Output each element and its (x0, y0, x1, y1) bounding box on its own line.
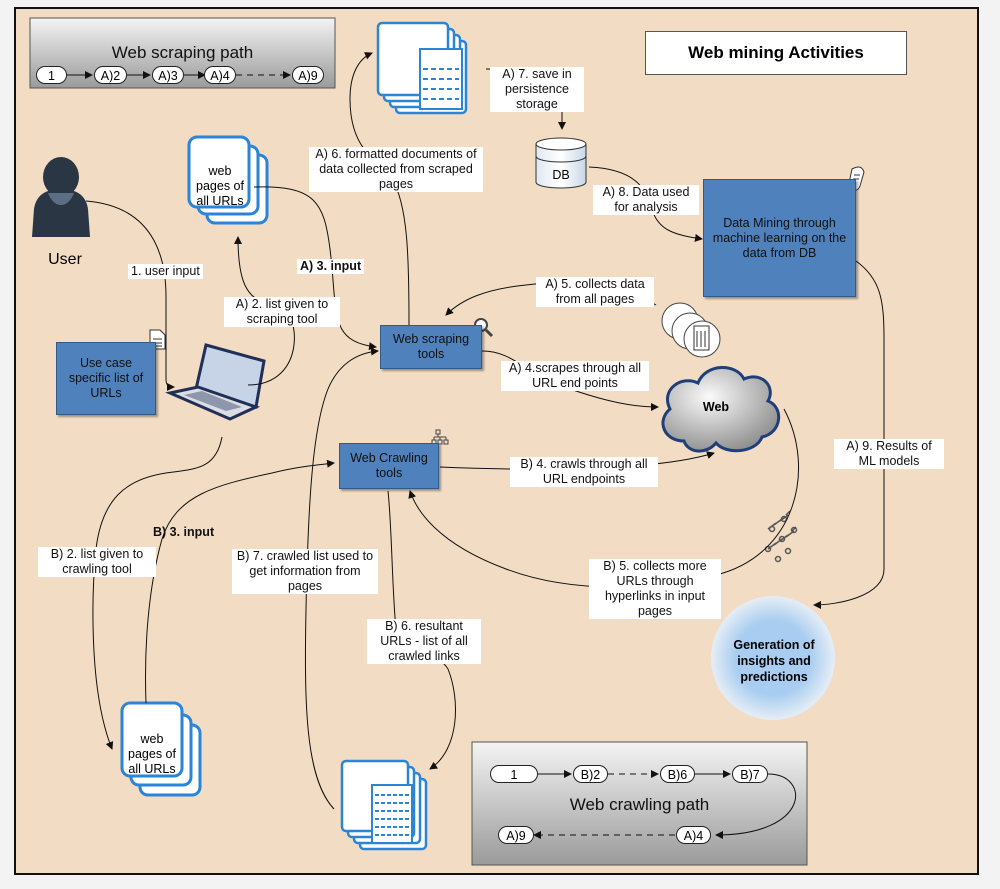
crawling-node-a9: A)9 (498, 826, 534, 844)
a6-label: A) 6. formatted documents of data collec… (309, 147, 483, 192)
hyperlink-chain-icon (764, 510, 798, 563)
b3-label: B) 3. input (153, 525, 215, 539)
crawling-node-a4: A)4 (676, 826, 711, 844)
scraping-node-a3: A)3 (152, 66, 184, 84)
crawled-links-icon (340, 759, 428, 851)
b7-label: B) 7. crawled list used to get informati… (232, 549, 378, 594)
user-icon (32, 157, 90, 237)
bottom-pages-label: web pages of all URLs (128, 732, 176, 776)
formatted-documents-icon (376, 21, 468, 115)
top-page-stack-icon (187, 135, 269, 225)
scraping-tools-box: Web scraping tools (380, 325, 482, 369)
top-pages-label: web pages of all URLs (196, 164, 244, 208)
b6-label: B) 6. resultant URLs - list of all crawl… (367, 619, 481, 664)
crawling-path-box (471, 741, 808, 866)
collected-pages-icon (661, 302, 721, 358)
crawling-node-b6: B)6 (660, 765, 695, 783)
user-input-label: 1. user input (128, 264, 203, 279)
laptop-icon (165, 343, 266, 421)
scraping-node-a4: A)4 (204, 66, 236, 84)
a7-label: A) 7. save in persistence storage (490, 67, 584, 112)
crawling-tools-box: Web Crawling tools (339, 443, 439, 489)
scraping-path-title: Web scraping path (111, 43, 254, 62)
a8-label: A) 8. Data used for analysis (593, 185, 699, 215)
a5-label: A) 5. collects data from all pages (536, 277, 654, 307)
diagram-title: Web mining Activities (645, 31, 907, 75)
insights-circle (711, 596, 835, 720)
data-mining-box: Data Mining through machine learning on … (703, 179, 856, 297)
scraping-node-a2: A)2 (94, 66, 127, 84)
insights-label: Generation of insights and predictions (733, 638, 815, 684)
a2-label: A) 2. list given to scraping tool (224, 297, 340, 327)
sitemap-icon (431, 429, 449, 445)
b4-label: B) 4. crawls through all URL endpoints (510, 457, 658, 487)
db-label: DB (552, 168, 570, 182)
web-label: Web (702, 400, 730, 414)
db-icon (535, 137, 587, 189)
use-case-box: Use case specific list of URLs (56, 342, 156, 415)
b2-label: B) 2. list given to crawling tool (38, 547, 156, 577)
b5-label: B) 5. collects more URLs through hyperli… (589, 559, 721, 619)
scraping-node-1: 1 (36, 66, 67, 84)
user-label: User (48, 251, 82, 268)
bottom-page-stack-icon (120, 701, 202, 797)
diagram-canvas: Web mining Activities Web scraping path … (14, 7, 979, 875)
web-cloud-icon (661, 366, 780, 453)
crawling-path-title: Web crawling path (569, 795, 710, 814)
crawling-node-b7: B)7 (732, 765, 768, 783)
crawling-node-1: 1 (490, 765, 538, 783)
a9-label: A) 9. Results of ML models (834, 439, 944, 469)
a3-label: A) 3. input (297, 259, 365, 274)
a4-label: A) 4.scrapes through all URL end points (501, 361, 649, 391)
crawling-node-b2: B)2 (573, 765, 608, 783)
scraping-node-a9: A)9 (292, 66, 324, 84)
